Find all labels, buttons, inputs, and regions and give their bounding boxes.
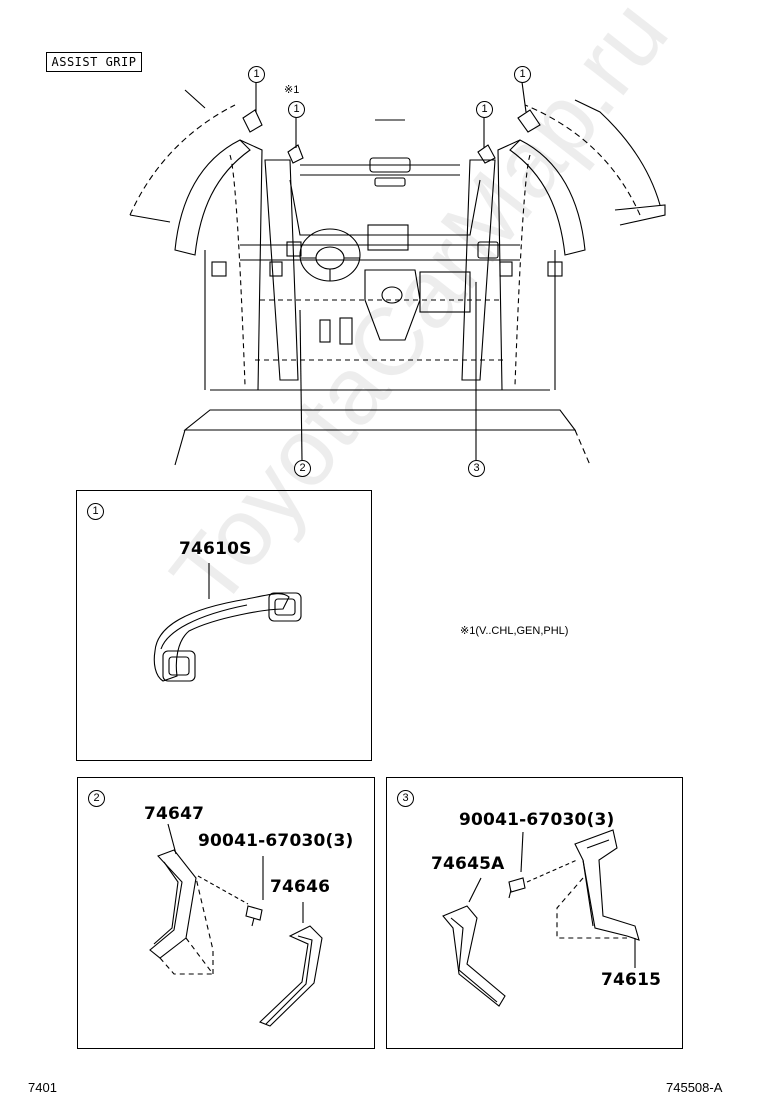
part-90041-67030-right: 90041-67030(3) bbox=[459, 810, 615, 830]
part-74645a: 74645A bbox=[431, 854, 505, 874]
detail-panel-2: 2 74647 90041-67030(3) 74646 bbox=[77, 777, 375, 1049]
part-74647: 74647 bbox=[144, 804, 205, 824]
part-74615: 74615 bbox=[601, 970, 662, 990]
assist-grip-drawing bbox=[153, 563, 302, 682]
footer-page-code: 7401 bbox=[28, 1080, 57, 1095]
panel-2-label: 2 bbox=[88, 790, 105, 807]
pillar-trim-left-drawing bbox=[149, 823, 323, 1027]
part-90041-67030-left: 90041-67030(3) bbox=[198, 831, 354, 851]
pillar-trim-right-drawing bbox=[442, 829, 640, 1007]
note-text: ※1(V..CHL,GEN,PHL) bbox=[460, 625, 569, 637]
note-marker: ※1 bbox=[284, 84, 300, 96]
detail-panel-1: 1 74610S bbox=[76, 490, 372, 761]
diagram-title: ASSIST GRIP bbox=[46, 52, 142, 72]
callout-2: 2 bbox=[294, 460, 311, 477]
panel-1-label: 1 bbox=[87, 503, 104, 520]
callout-3: 3 bbox=[468, 460, 485, 477]
interior-illustration bbox=[129, 81, 666, 466]
part-74610s: 74610S bbox=[179, 539, 252, 559]
callout-1-left-inner: 1 bbox=[288, 101, 305, 118]
part-74646: 74646 bbox=[270, 877, 331, 897]
footer-diagram-id: 745508-A bbox=[666, 1080, 723, 1095]
callout-1-left: 1 bbox=[248, 66, 265, 83]
callout-1-right-inner: 1 bbox=[476, 101, 493, 118]
panel-3-label: 3 bbox=[397, 790, 414, 807]
callout-1-right: 1 bbox=[514, 66, 531, 83]
detail-panel-3: 3 90041-67030(3) 74645A 74615 bbox=[386, 777, 683, 1049]
